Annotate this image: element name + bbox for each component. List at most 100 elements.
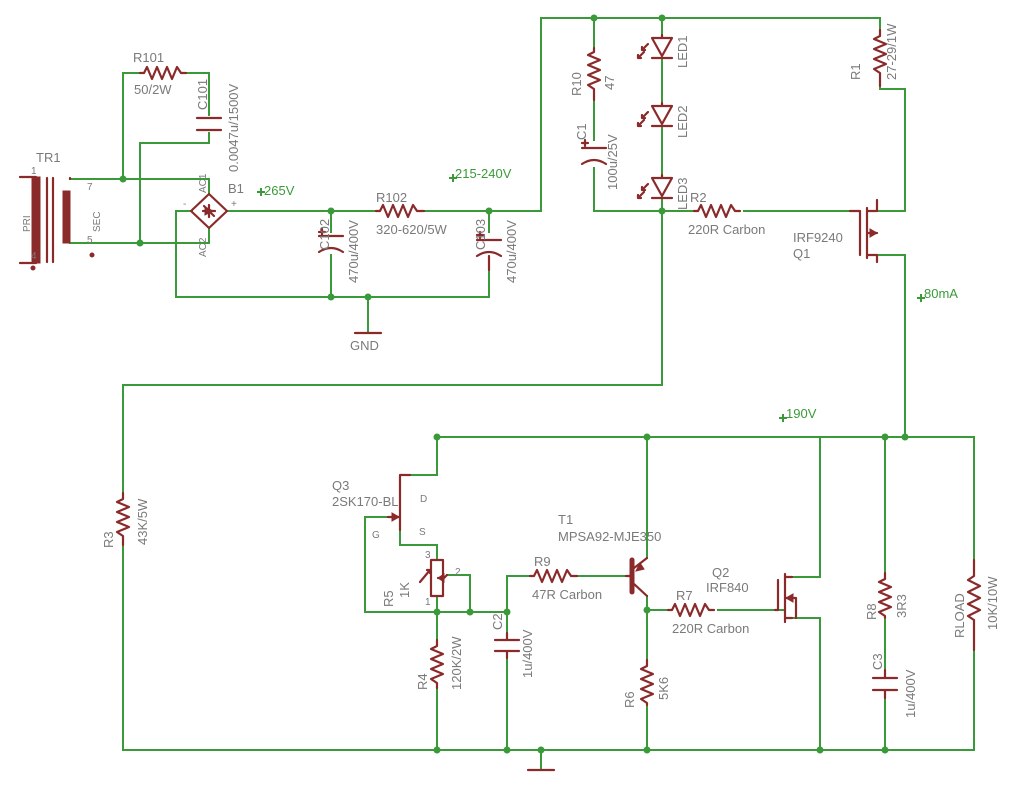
r102-ref: R102 <box>376 190 407 205</box>
junction-dot <box>901 433 909 441</box>
q2-value: IRF840 <box>706 580 749 595</box>
resistor-rload: RLOAD 10K/10W <box>952 558 1000 652</box>
junction-dot <box>658 207 666 215</box>
resistor-r10: R10 47 <box>569 46 617 102</box>
r1-value: 27-29/1W <box>884 23 899 80</box>
transistor-t1: T1 MPSA92-MJE350 <box>558 512 661 598</box>
resistor-r7: R7 220R Carbon <box>666 588 749 636</box>
r5-pin1: 1 <box>425 597 431 608</box>
mosfet-q1: IRF9240 Q1 <box>793 198 879 264</box>
transformer-tr1: TR1 PRI SEC 1 4 7 5 <box>18 150 103 271</box>
q1-ref: Q1 <box>793 246 810 261</box>
resistor-r1: R1 27-29/1W <box>848 23 899 88</box>
resistor-r6: R6 5K6 <box>622 658 671 708</box>
junction-dot <box>503 608 511 616</box>
tr1-pin7: 7 <box>87 182 93 193</box>
net-label-215-240v: 215-240V <box>455 166 512 181</box>
r7-value: 220R Carbon <box>672 621 749 636</box>
q1-value: IRF9240 <box>793 230 843 245</box>
r8-ref: R8 <box>864 603 879 620</box>
r10-value: 47 <box>602 76 617 90</box>
q3-pin-g: G <box>372 530 380 541</box>
resistor-r8: R8 3R3 <box>864 571 909 620</box>
junction-dot <box>136 239 144 247</box>
r6-ref: R6 <box>622 691 637 708</box>
capacitor-c102: C102 470u/400V <box>317 219 361 283</box>
r101-ref: R101 <box>133 50 164 65</box>
gnd-label: GND <box>350 338 379 353</box>
resistor-r3: R3 43K/5W <box>101 491 150 548</box>
q3-value: 2SK170-BL <box>332 494 399 509</box>
wires <box>69 17 975 771</box>
resistor-r4: R4 120K/2W <box>415 636 464 690</box>
net-label-265v: 265V <box>264 183 295 198</box>
junction-dot <box>590 14 598 22</box>
resistor-r101: R101 50/2W <box>133 50 188 97</box>
rload-value: 10K/10W <box>985 576 1000 630</box>
b1-ac1-label: AC1 <box>198 173 209 193</box>
r9-ref: R9 <box>534 554 551 569</box>
q3-pin-s: S <box>419 527 426 538</box>
junction-dot <box>119 175 127 183</box>
potentiometer-r5: R5 1K 1 2 3 <box>381 550 461 608</box>
r3-value: 43K/5W <box>135 498 150 545</box>
r5-pin3: 3 <box>425 550 431 561</box>
tr1-pri-label: PRI <box>22 215 33 232</box>
junction-dot <box>433 433 441 441</box>
resistor-r9: R9 47R Carbon <box>528 554 602 602</box>
r4-ref: R4 <box>415 673 430 690</box>
c1-value: 100u/25V <box>605 134 620 190</box>
c101-ref: C101 <box>195 79 210 110</box>
r8-value: 3R3 <box>894 594 909 618</box>
r5-value: 1K <box>397 582 412 598</box>
junction-dot <box>643 606 651 614</box>
junction-dot <box>658 14 666 22</box>
led1-ref: LED1 <box>675 35 690 68</box>
mosfet-q2: Q2 IRF840 <box>706 565 798 624</box>
r101-value: 50/2W <box>134 82 172 97</box>
tr1-pin5: 5 <box>87 235 93 246</box>
tr1-sec-label: SEC <box>92 211 103 232</box>
t1-ref: T1 <box>558 512 573 527</box>
c3-ref: C3 <box>870 653 885 670</box>
junction-dot <box>503 746 511 754</box>
c101-value: 0.0047u/1500V <box>226 83 241 172</box>
junction-dot <box>881 746 889 754</box>
junction-dot <box>433 608 441 616</box>
junction-dot <box>327 293 335 301</box>
r5-ref: R5 <box>381 590 396 607</box>
junction-dot <box>485 207 493 215</box>
resistor-r102: R102 320-620/5W <box>374 190 448 237</box>
c2-value: 1u/400V <box>520 629 535 678</box>
c103-value: 470u/400V <box>504 220 519 283</box>
junction-dot <box>364 293 372 301</box>
led-led3: LED3 <box>636 173 690 210</box>
capacitor-c101: C101 0.0047u/1500V <box>195 79 241 172</box>
r102-value: 320-620/5W <box>376 222 448 237</box>
tr1-ref: TR1 <box>36 150 61 165</box>
rload-ref: RLOAD <box>952 593 967 638</box>
capacitor-c2: C2 1u/400V <box>490 613 535 678</box>
junction-dot <box>466 608 474 616</box>
b1-plus-label: + <box>231 199 237 210</box>
led-led2: LED2 <box>636 101 690 138</box>
r10-ref: R10 <box>569 72 584 96</box>
net-labels: 265V 215-240V 80mA 190V <box>257 166 958 422</box>
junction-dot <box>881 433 889 441</box>
junctions <box>119 14 909 754</box>
r2-value: 220R Carbon <box>688 222 765 237</box>
q2-ref: Q2 <box>712 565 729 580</box>
junction-dot <box>537 746 545 754</box>
capacitor-c103: C103 470u/400V <box>473 219 519 283</box>
capacitor-c3: C3 1u/400V <box>870 653 918 718</box>
junction-dot <box>433 746 441 754</box>
c103-ref: C103 <box>473 219 488 250</box>
resistor-r2: R2 220R Carbon <box>688 190 765 237</box>
r4-value: 120K/2W <box>449 636 464 690</box>
tr1-pin4: 4 <box>31 251 37 262</box>
r1-ref: R1 <box>848 63 863 80</box>
c102-value: 470u/400V <box>346 220 361 283</box>
led3-ref: LED3 <box>675 177 690 210</box>
junction-dot <box>816 746 824 754</box>
led-led1: LED1 <box>636 33 690 68</box>
